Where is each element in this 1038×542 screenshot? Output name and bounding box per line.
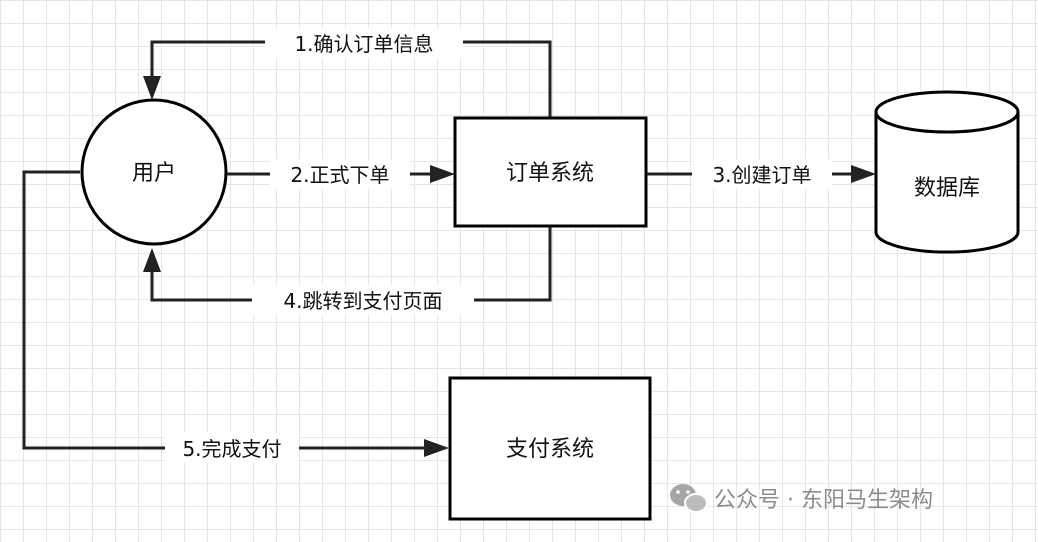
edge-label-create-order: 3.创建订单: [712, 163, 811, 187]
edge-create-order: 3.创建订单: [646, 159, 876, 189]
edge-complete-payment: 5.完成支付: [22, 170, 449, 463]
arrowhead: [851, 165, 876, 183]
node-label-order-system: 订单系统: [506, 161, 594, 186]
edge-label-redirect-payment: 4.跳转到支付页面: [283, 289, 442, 313]
node-database: 数据库: [874, 90, 1020, 254]
watermark: 公众号 · 东阳马生架构: [670, 484, 933, 513]
edge-label-place-order: 2.正式下单: [290, 163, 389, 187]
edge-place-order: 2.正式下单: [227, 159, 455, 189]
edge-label-confirm-order: 1.确认订单信息: [294, 32, 433, 56]
arrowhead: [143, 76, 161, 100]
edge-confirm-order: 1.确认订单信息: [143, 28, 552, 118]
node-payment-system: 支付系统: [448, 376, 652, 521]
edge-redirect-payment: 4.跳转到支付页面: [143, 227, 552, 315]
edge-label-complete-payment: 5.完成支付: [182, 437, 281, 461]
arrowhead: [430, 165, 455, 183]
node-user: 用户: [80, 98, 228, 246]
wechat-icon: [670, 484, 708, 513]
node-label-user: 用户: [132, 161, 176, 186]
node-label-payment-system: 支付系统: [506, 437, 594, 462]
arrowhead: [424, 439, 449, 457]
node-label-database: 数据库: [914, 176, 980, 201]
arrowhead: [143, 248, 161, 272]
watermark-text: 公众号 · 东阳马生架构: [714, 488, 933, 513]
node-order-system: 订单系统: [453, 116, 648, 228]
